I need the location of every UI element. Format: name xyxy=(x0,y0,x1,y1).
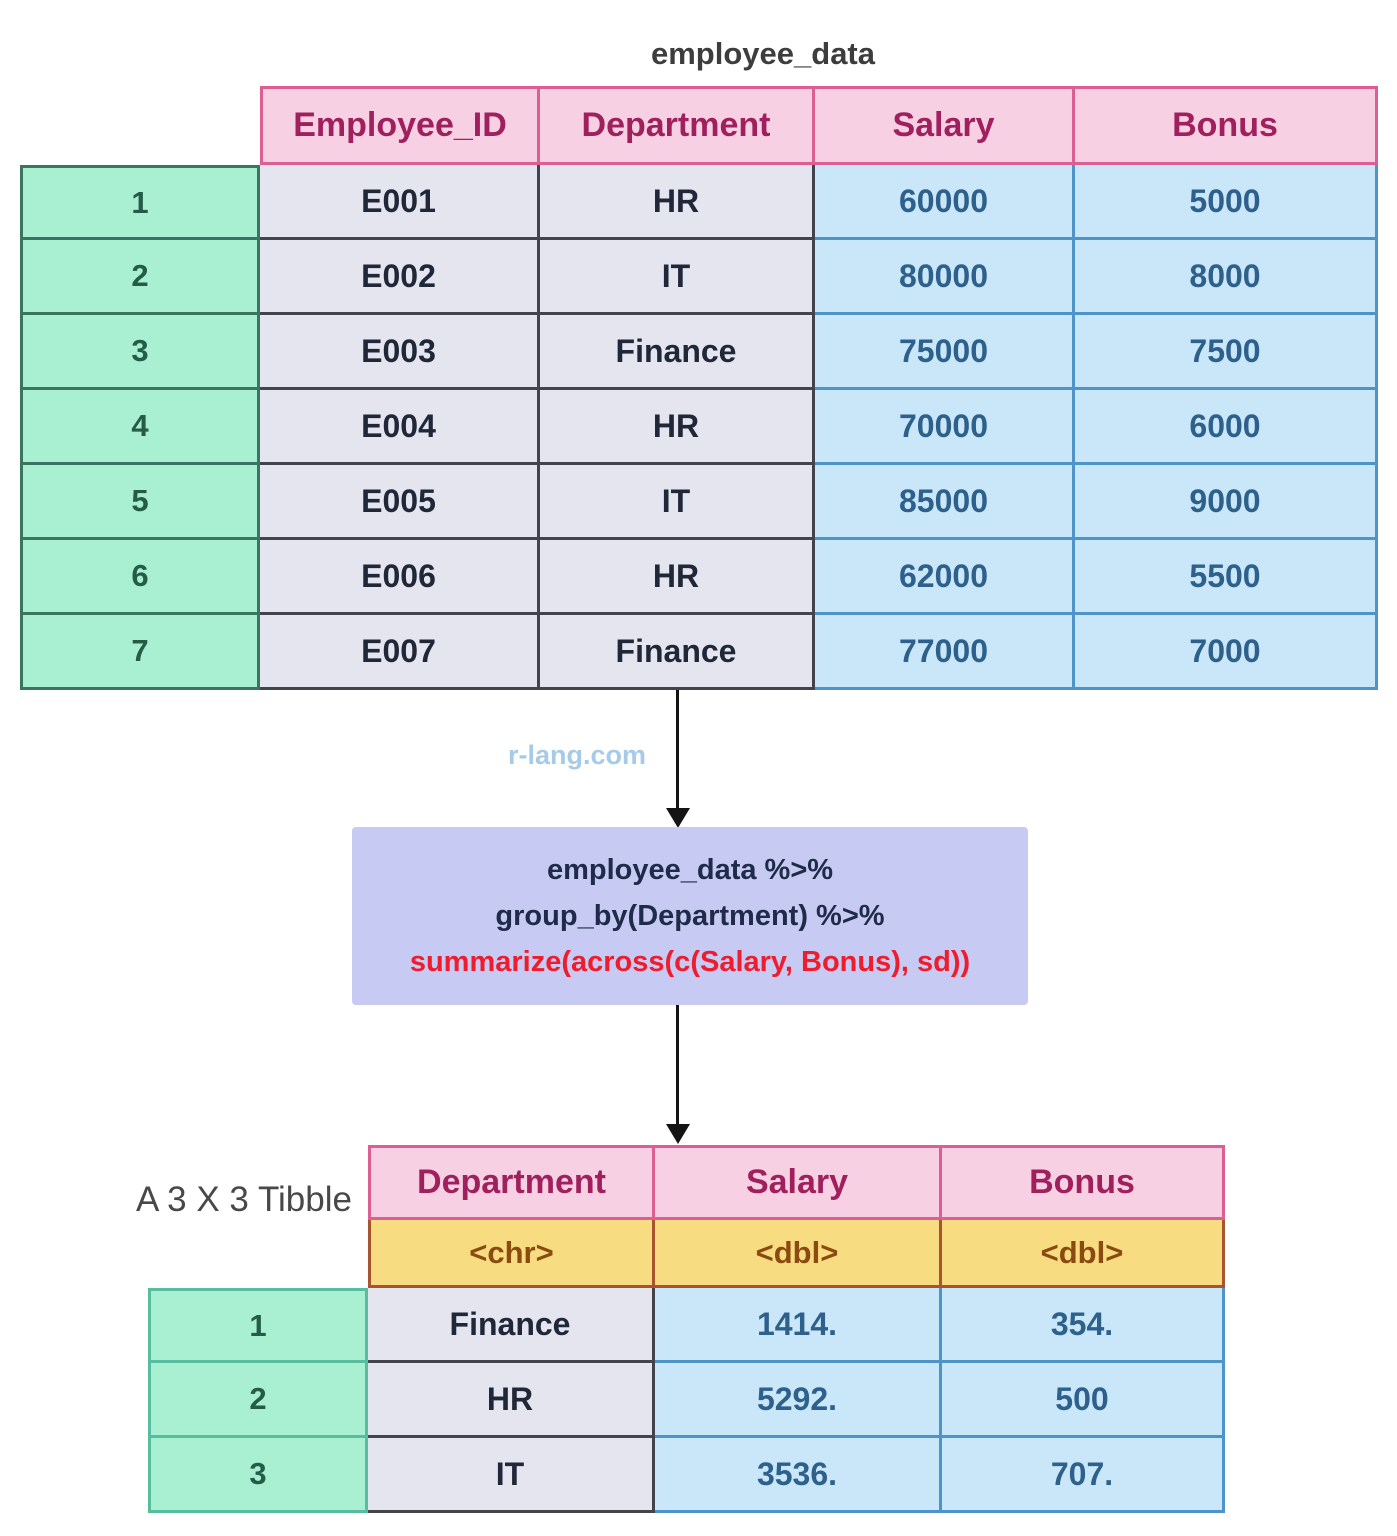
table-cell: IT xyxy=(540,465,815,540)
watermark: r-lang.com xyxy=(507,740,647,770)
result-col-type: <chr> xyxy=(368,1220,655,1288)
source-col-header: Department xyxy=(540,86,815,165)
table-cell: HR xyxy=(540,390,815,465)
table-cell: E005 xyxy=(260,465,540,540)
table-cell: 60000 xyxy=(815,165,1075,240)
table-cell: 9000 xyxy=(1075,465,1378,540)
source-col-header: Bonus xyxy=(1075,86,1378,165)
table-cell: 8000 xyxy=(1075,240,1378,315)
table-cell: 62000 xyxy=(815,540,1075,615)
source-col-header: Employee_ID xyxy=(260,86,540,165)
result-col-header: Bonus xyxy=(942,1145,1225,1220)
table-cell: 500 xyxy=(942,1363,1225,1438)
table-cell: E007 xyxy=(260,615,540,690)
table-cell: E003 xyxy=(260,315,540,390)
table-cell: 354. xyxy=(942,1288,1225,1363)
code-block: employee_data %>% group_by(Department) %… xyxy=(352,827,1028,1005)
down-arrow-icon xyxy=(666,1124,690,1144)
table-cell: 6000 xyxy=(1075,390,1378,465)
row-index: 2 xyxy=(20,240,260,315)
table-cell: 80000 xyxy=(815,240,1075,315)
table-cell: Finance xyxy=(540,615,815,690)
table-cell: 7000 xyxy=(1075,615,1378,690)
row-index: 7 xyxy=(20,615,260,690)
table-cell: 77000 xyxy=(815,615,1075,690)
table-cell: 70000 xyxy=(815,390,1075,465)
down-arrow-icon xyxy=(666,808,690,828)
result-col-type: <dbl> xyxy=(655,1220,942,1288)
code-line: employee_data %>% xyxy=(546,854,834,886)
table-cell: 1414. xyxy=(655,1288,942,1363)
row-index: 4 xyxy=(20,390,260,465)
code-line: group_by(Department) %>% xyxy=(495,900,885,932)
table-cell: 85000 xyxy=(815,465,1075,540)
table-cell: E002 xyxy=(260,240,540,315)
source-table: Employee_ID Department Salary Bonus 1 E0… xyxy=(20,86,1378,690)
table-cell: E004 xyxy=(260,390,540,465)
table-cell: 7500 xyxy=(1075,315,1378,390)
result-col-type: <dbl> xyxy=(942,1220,1225,1288)
row-index: 5 xyxy=(20,465,260,540)
source-table-title: employee_data xyxy=(651,36,875,71)
table-cell: IT xyxy=(368,1438,655,1513)
table-cell: 75000 xyxy=(815,315,1075,390)
source-col-header: Salary xyxy=(815,86,1075,165)
result-col-header: Department xyxy=(368,1145,655,1220)
result-table-body: 1 Finance 1414. 354. 2 HR 5292. 500 3 IT… xyxy=(148,1288,1225,1513)
corner-spacer xyxy=(20,86,260,165)
row-index: 1 xyxy=(20,165,260,240)
table-cell: HR xyxy=(540,540,815,615)
table-cell: 5292. xyxy=(655,1363,942,1438)
flow-arrow-line xyxy=(676,1005,679,1125)
table-cell: 5500 xyxy=(1075,540,1378,615)
table-cell: Finance xyxy=(368,1288,655,1363)
row-index: 3 xyxy=(20,315,260,390)
flow-arrow-line xyxy=(676,690,679,810)
table-cell: HR xyxy=(540,165,815,240)
table-cell: E001 xyxy=(260,165,540,240)
table-cell: 707. xyxy=(942,1438,1225,1513)
table-cell: Finance xyxy=(540,315,815,390)
table-cell: HR xyxy=(368,1363,655,1438)
result-table-label: A 3 X 3 Tibble xyxy=(136,1180,352,1219)
table-cell: 5000 xyxy=(1075,165,1378,240)
code-line-summarize: summarize(across(c(Salary, Bonus), sd)) xyxy=(409,946,971,978)
row-index: 1 xyxy=(148,1288,368,1363)
table-cell: 3536. xyxy=(655,1438,942,1513)
table-cell: E006 xyxy=(260,540,540,615)
row-index: 3 xyxy=(148,1438,368,1513)
row-index: 2 xyxy=(148,1363,368,1438)
result-table-header: Department Salary Bonus <chr> <dbl> <dbl… xyxy=(368,1145,1225,1288)
row-index: 6 xyxy=(20,540,260,615)
table-cell: IT xyxy=(540,240,815,315)
result-col-header: Salary xyxy=(655,1145,942,1220)
